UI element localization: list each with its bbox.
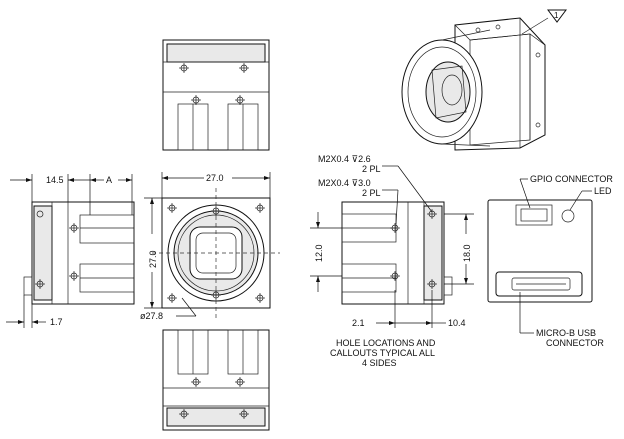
bottom-view — [162, 329, 270, 431]
dim-14-5: 14.5 — [46, 175, 64, 185]
dim-1-7: 1.7 — [50, 317, 63, 327]
side-dimension-lines: 12.0 18.0 2.1 10.4 — [310, 212, 474, 328]
left-side-view — [23, 201, 135, 305]
top-view — [162, 39, 270, 151]
hole-callouts: M2X0.4 ⊽2.6 2 PL M2X0.4 ⊽3.0 2 PL HOLE L… — [318, 154, 436, 368]
led-indicator — [561, 209, 575, 223]
right-side-view — [341, 201, 453, 305]
note-flag-number: 1 — [554, 11, 559, 20]
dim-10-4: 10.4 — [448, 318, 466, 328]
note-line-1: HOLE LOCATIONS AND — [336, 338, 436, 348]
gpio-connector — [515, 204, 553, 226]
isometric-view: 1 — [401, 9, 567, 151]
hole-callout-1-line2: 2 PL — [362, 164, 381, 174]
front-view — [152, 188, 280, 318]
note-line-2: CALLOUTS TYPICAL ALL — [330, 348, 435, 358]
gpio-connector-label: GPIO CONNECTOR — [530, 174, 613, 184]
dim-2-1: 2.1 — [352, 318, 365, 328]
dim-27-width: 27.0 — [206, 173, 224, 183]
dim-diameter: ø27.8 — [140, 311, 163, 321]
dim-A: A — [106, 175, 112, 185]
led-label: LED — [594, 186, 612, 196]
dim-12: 12.0 — [314, 244, 324, 262]
usb-connector-label-1: MICRO-B USB — [536, 328, 596, 338]
rear-view — [487, 199, 593, 303]
dim-18: 18.0 — [462, 244, 472, 262]
dim-27-height: 27.0 — [148, 250, 158, 268]
hole-callout-1-line1: M2X0.4 ⊽2.6 — [318, 154, 371, 164]
note-line-3: 4 SIDES — [362, 358, 397, 368]
hole-callout-2-line2: 2 PL — [362, 188, 381, 198]
dimension-lines: 14.5 A 27.0 27.0 1.7 — [6, 172, 271, 328]
note-flag-icon — [547, 9, 567, 23]
usb-connector-label-2: CONNECTOR — [546, 338, 604, 348]
connector-callouts: GPIO CONNECTOR LED MICRO-B USB CONNECTOR — [519, 174, 613, 348]
hole-callout-2-line1: M2X0.4 ⊽3.0 — [318, 178, 371, 188]
